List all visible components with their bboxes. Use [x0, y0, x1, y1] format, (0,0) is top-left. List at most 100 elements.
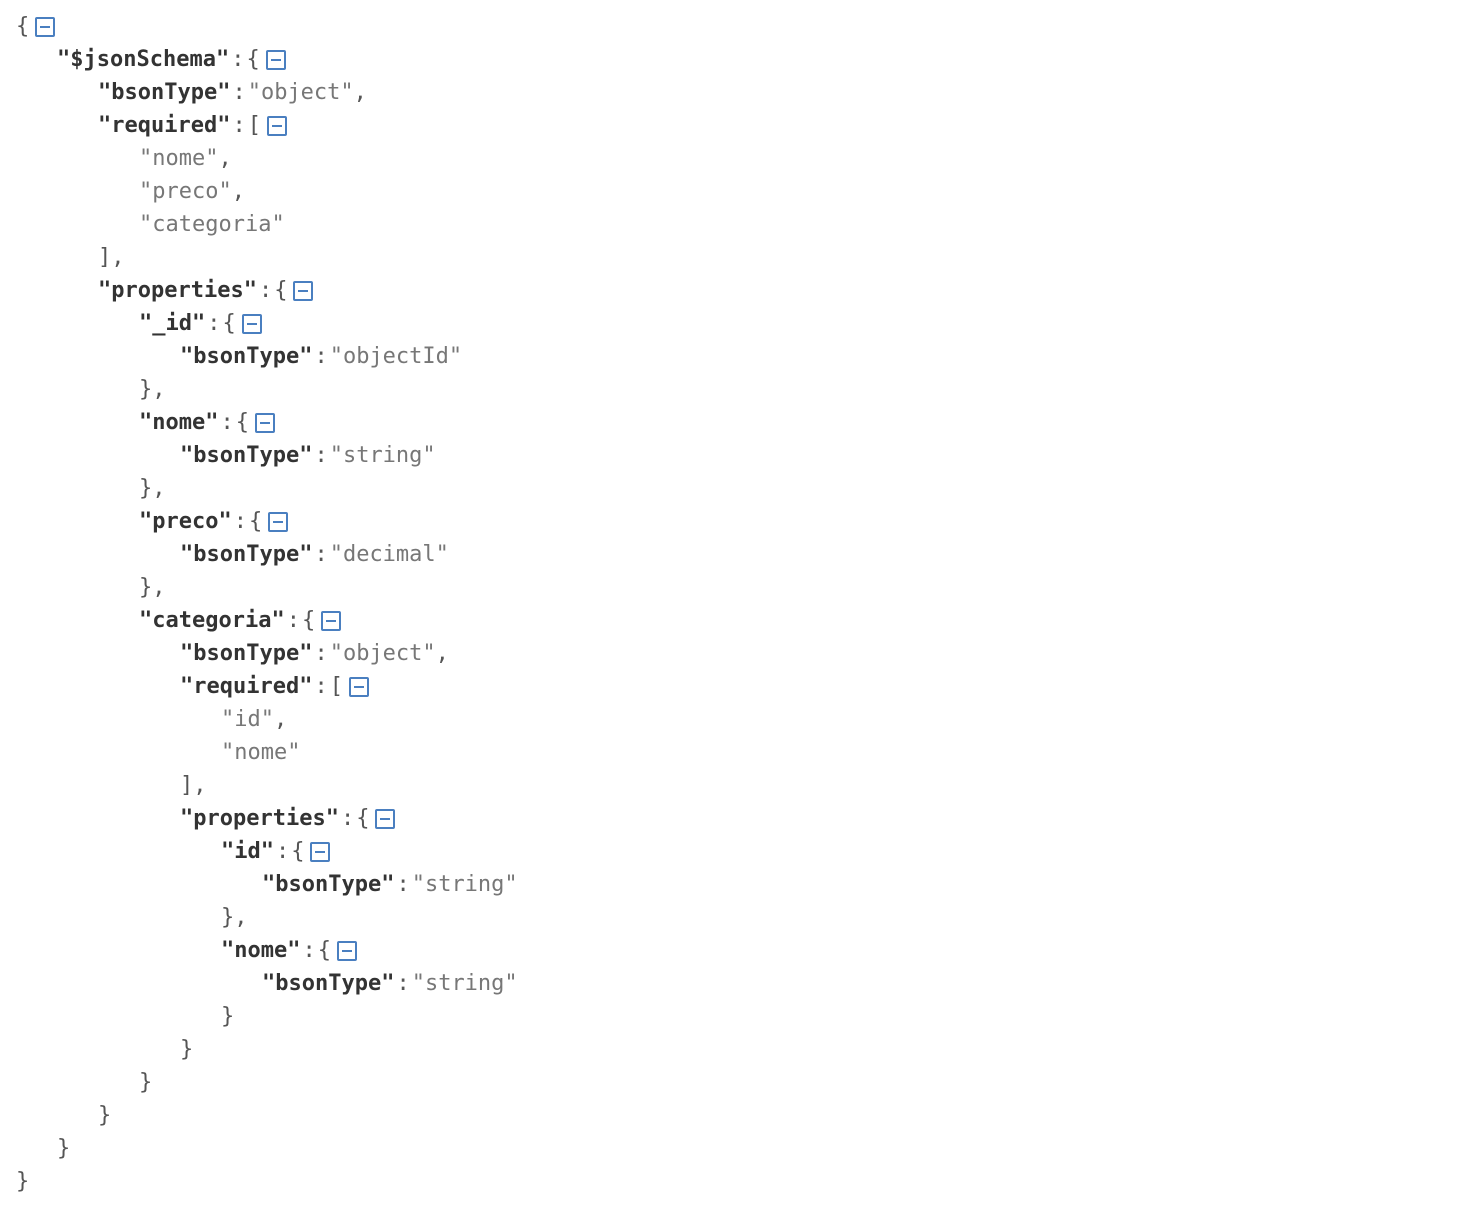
json-key: "bsonType": [262, 971, 395, 996]
tree-line: }: [16, 1165, 518, 1198]
comma: ,: [152, 575, 166, 600]
key-separator: :: [302, 938, 316, 963]
collapse-icon[interactable]: [321, 610, 342, 631]
tree-line: }: [16, 1000, 518, 1033]
collapse-icon[interactable]: [266, 115, 287, 136]
tree-line: "bsonType":"decimal": [16, 538, 518, 571]
comma: ,: [152, 476, 166, 501]
tree-line: }: [16, 1099, 518, 1132]
tree-line: "_id":{: [16, 307, 518, 340]
open-bracket: {: [16, 14, 30, 39]
comma: ,: [231, 179, 245, 204]
tree-line: "required":[: [16, 670, 518, 703]
json-value: "nome": [221, 740, 301, 765]
collapse-icon[interactable]: [336, 940, 357, 961]
json-value: "object": [247, 80, 354, 105]
json-key: "properties": [98, 278, 257, 303]
key-separator: :: [314, 542, 328, 567]
collapse-icon[interactable]: [265, 49, 286, 70]
tree-line: }: [16, 1066, 518, 1099]
key-separator: :: [231, 47, 245, 72]
json-key: "bsonType": [180, 344, 313, 369]
tree-line: "bsonType":"object",: [16, 637, 518, 670]
tree-line: "bsonType":"string": [16, 868, 518, 901]
tree-line: "nome":{: [16, 406, 518, 439]
open-bracket: {: [246, 47, 260, 72]
open-bracket: {: [291, 839, 305, 864]
collapse-icon[interactable]: [375, 808, 396, 829]
open-bracket: {: [317, 938, 331, 963]
open-bracket: [: [247, 113, 261, 138]
json-key: "bsonType": [180, 443, 313, 468]
comma: ,: [152, 377, 166, 402]
json-key: "id": [221, 839, 274, 864]
close-bracket: }: [180, 1037, 194, 1062]
json-tree-viewer: {"$jsonSchema":{"bsonType":"object","req…: [16, 10, 518, 1198]
close-bracket: }: [139, 377, 153, 402]
key-separator: :: [314, 443, 328, 468]
tree-line: "categoria": [16, 208, 518, 241]
json-key: "nome": [221, 938, 301, 963]
tree-line: "bsonType":"string": [16, 967, 518, 1000]
tree-line: "nome": [16, 736, 518, 769]
close-bracket: }: [57, 1136, 71, 1161]
json-key: "bsonType": [180, 542, 313, 567]
json-value: "objectId": [329, 344, 463, 369]
key-separator: :: [286, 608, 300, 633]
tree-line: "nome",: [16, 142, 518, 175]
tree-line: },: [16, 472, 518, 505]
key-separator: :: [314, 674, 328, 699]
json-value: "id": [221, 707, 274, 732]
collapse-icon[interactable]: [35, 16, 56, 37]
close-bracket: }: [139, 575, 153, 600]
tree-line: "properties":{: [16, 802, 518, 835]
tree-line: ],: [16, 241, 518, 274]
tree-line: },: [16, 373, 518, 406]
key-separator: :: [314, 344, 328, 369]
json-key: "properties": [180, 806, 339, 831]
collapse-icon[interactable]: [293, 280, 314, 301]
close-bracket: }: [221, 1004, 235, 1029]
json-key: "preco": [139, 509, 232, 534]
key-separator: :: [340, 806, 355, 831]
tree-line: "bsonType":"string": [16, 439, 518, 472]
key-separator: :: [396, 971, 410, 996]
tree-line: "id":{: [16, 835, 518, 868]
json-key: "bsonType": [262, 872, 395, 897]
collapse-icon[interactable]: [254, 412, 275, 433]
json-key: "categoria": [139, 608, 285, 633]
open-bracket: {: [248, 509, 263, 534]
json-value: "decimal": [329, 542, 449, 567]
close-bracket: }: [16, 1169, 30, 1194]
comma: ,: [273, 707, 288, 732]
open-bracket: {: [222, 311, 236, 336]
comma: ,: [111, 245, 125, 270]
tree-line: "$jsonSchema":{: [16, 43, 518, 76]
key-separator: :: [233, 509, 247, 534]
json-value: "string": [411, 872, 518, 897]
collapse-icon[interactable]: [268, 511, 289, 532]
close-bracket: }: [221, 905, 235, 930]
json-key: "$jsonSchema": [57, 47, 230, 72]
open-bracket: {: [274, 278, 288, 303]
comma: ,: [435, 641, 449, 666]
tree-line: }: [16, 1132, 518, 1165]
close-bracket: }: [98, 1103, 112, 1128]
key-separator: :: [232, 113, 246, 138]
json-value: "string": [329, 443, 436, 468]
json-value: "object": [329, 641, 436, 666]
collapse-icon[interactable]: [348, 676, 369, 697]
collapse-icon[interactable]: [241, 313, 262, 334]
key-separator: :: [258, 278, 273, 303]
collapse-icon[interactable]: [310, 841, 331, 862]
tree-line: "nome":{: [16, 934, 518, 967]
tree-line: "preco",: [16, 175, 518, 208]
tree-line: "categoria":{: [16, 604, 518, 637]
key-separator: :: [314, 641, 328, 666]
close-bracket: ]: [180, 773, 194, 798]
key-separator: :: [207, 311, 221, 336]
comma: ,: [353, 80, 367, 105]
tree-line: },: [16, 901, 518, 934]
tree-line: "required":[: [16, 109, 518, 142]
key-separator: :: [220, 410, 234, 435]
